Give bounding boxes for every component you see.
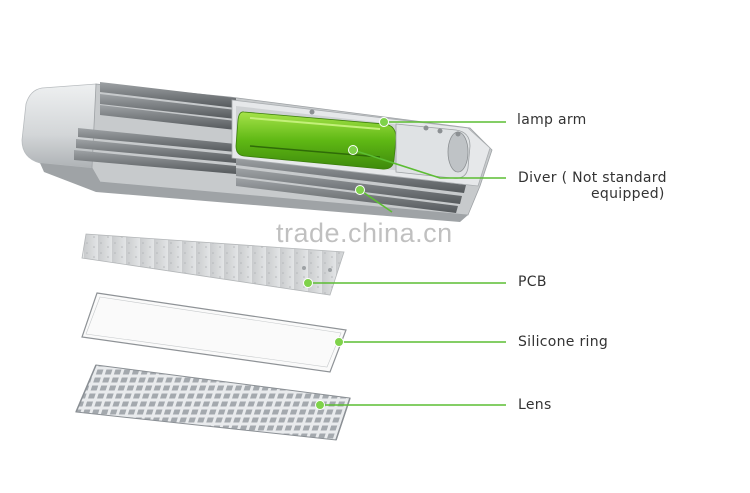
pcb-board [81, 233, 345, 296]
driver-compartment [231, 99, 491, 187]
dot-silicone-ring [334, 337, 344, 347]
label-driver-line1: Diver ( Not standard [518, 170, 667, 186]
lens-panel [75, 364, 351, 441]
leader-dots [303, 117, 389, 410]
dot-driver [348, 145, 358, 155]
dot-lens [315, 400, 325, 410]
heatsink-fins-upper [100, 82, 236, 130]
leader-lines [308, 121, 506, 406]
label-lens: Lens [518, 397, 552, 413]
dot-pcb [303, 278, 313, 288]
leader-housing [359, 189, 393, 213]
leader-driver [352, 149, 506, 179]
label-pcb: PCB [518, 274, 547, 290]
dot-housing [355, 185, 365, 195]
label-silicone-ring: Silicone ring [518, 334, 609, 350]
label-lamp-arm: lamp arm [517, 112, 587, 128]
silicone-ring [81, 292, 347, 373]
watermark-text: trade.china.cn [276, 218, 453, 248]
dot-lamp-arm [379, 117, 389, 127]
label-driver-line2: equipped) [591, 186, 665, 202]
